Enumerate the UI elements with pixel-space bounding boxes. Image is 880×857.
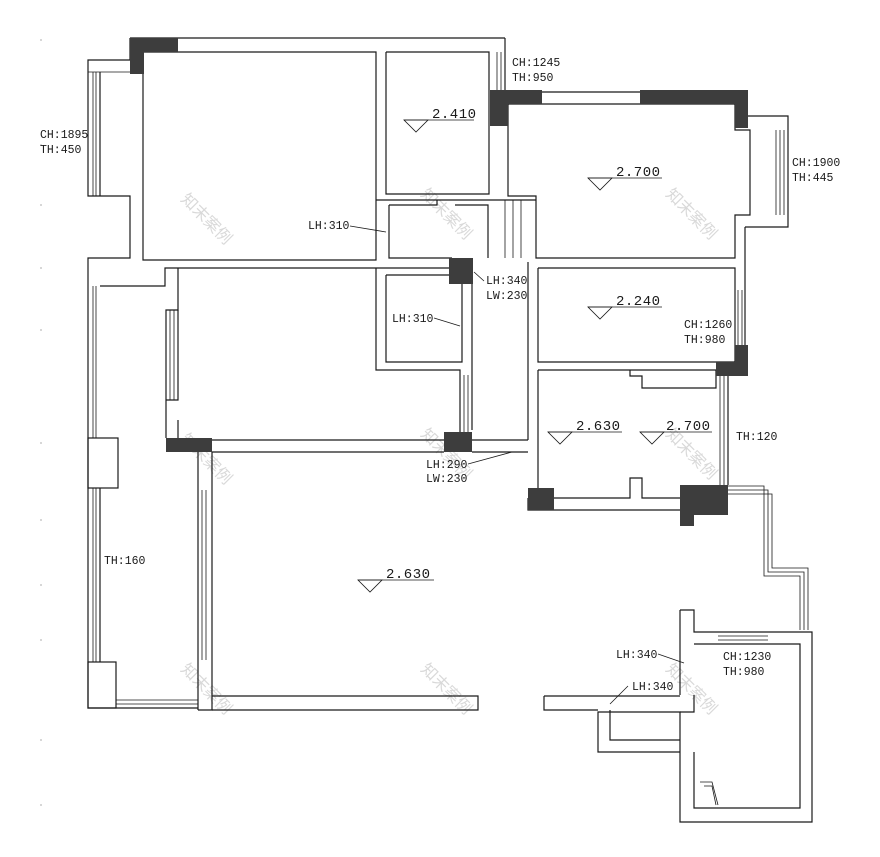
level-value: 2.700 (666, 419, 711, 435)
column (680, 510, 694, 526)
level-marker-bath-a: 2.630 (547, 419, 622, 445)
window-th-label: TH:445 (792, 172, 834, 185)
column (166, 438, 212, 452)
column (449, 258, 473, 284)
storage-room-walls (385, 38, 506, 195)
west-balcony-walls (87, 267, 198, 709)
living-room-walls (197, 452, 479, 711)
window-ch-label: CH:1230 (723, 651, 771, 664)
level-marker-bedroom-ne: 2.700 (587, 165, 662, 191)
lintel-label: LH:290 (426, 459, 468, 472)
window-th-label: TH:950 (512, 72, 554, 85)
window-ch-label: CH:1900 (792, 157, 840, 170)
column (130, 38, 144, 74)
column (444, 432, 472, 452)
level-value: 2.700 (616, 165, 661, 181)
level-value: 2.630 (576, 419, 621, 435)
window-tags: CH:1245 TH:950 CH:1895 TH:450 CH:1900 TH… (40, 57, 840, 679)
window-th-label: TH:980 (684, 334, 726, 347)
lintel-tags: LH:310 LH:310 LH:340 LW:230 LH:290 LW:23… (308, 220, 685, 705)
lintel-label: LH:310 (392, 313, 434, 326)
watermark: 知末案例 (417, 659, 476, 718)
watermark: 知末案例 (662, 184, 721, 243)
lintel-label: LW:230 (486, 290, 528, 303)
lintel-label: LH:340 (616, 649, 658, 662)
corridor-walls (376, 199, 536, 259)
railing (728, 485, 809, 630)
column (528, 488, 554, 510)
level-marker-storage: 2.410 (403, 107, 477, 133)
lintel-label: LH:340 (632, 681, 674, 694)
master-bedroom-walls (87, 37, 505, 276)
window-ch-label: CH:1895 (40, 129, 88, 142)
window-th-label: TH:450 (40, 144, 82, 157)
kitchen-walls (543, 609, 813, 823)
level-markers: 2.410 2.700 2.240 2.630 2.700 2.630 (357, 107, 712, 593)
small-room-walls (375, 268, 473, 432)
margin-ticks (40, 39, 42, 806)
middle-bedroom-walls (165, 267, 452, 453)
window-ch-label: CH:1245 (512, 57, 560, 70)
level-marker-bath-b: 2.700 (639, 419, 712, 445)
level-value: 2.630 (386, 567, 431, 583)
lintel-label: LH:340 (486, 275, 528, 288)
columns (130, 38, 748, 526)
level-marker-living: 2.630 (357, 567, 434, 593)
level-value: 2.240 (616, 294, 661, 310)
watermark: 知末案例 (417, 184, 476, 243)
level-value: 2.410 (432, 107, 477, 123)
window-th-label: TH:980 (723, 666, 765, 679)
th-160-label: TH:160 (104, 555, 146, 568)
lintel-label: LW:230 (426, 473, 468, 486)
lintel-label: LH:310 (308, 220, 350, 233)
column (735, 90, 748, 128)
watermark: 知末案例 (177, 189, 236, 248)
column (640, 90, 748, 104)
column (490, 90, 508, 126)
watermark: 知末案例 (177, 659, 236, 718)
hall-walls (472, 439, 528, 453)
window-ch-label: CH:1260 (684, 319, 732, 332)
level-marker-east-room: 2.240 (587, 294, 662, 320)
column (716, 362, 748, 376)
th-120-label: TH:120 (736, 431, 778, 444)
